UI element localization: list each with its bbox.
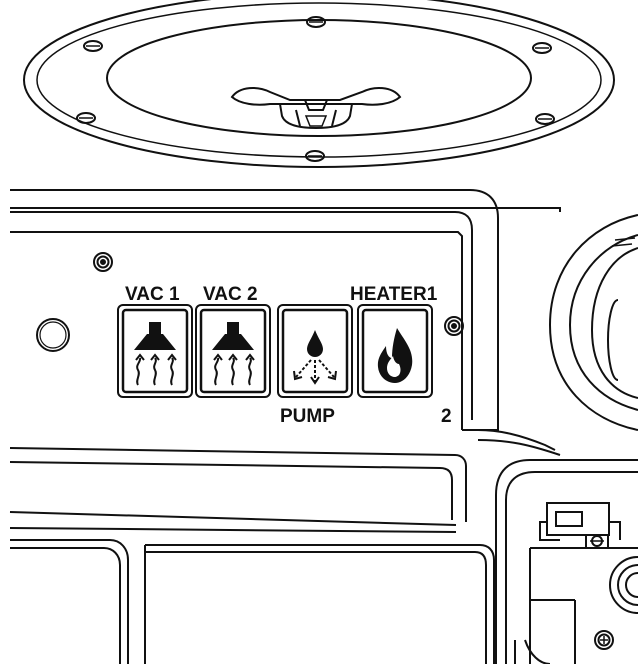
vac1-button[interactable] <box>117 304 193 398</box>
pump-button[interactable] <box>277 304 353 398</box>
cover-handle <box>230 87 402 130</box>
screw <box>306 16 326 28</box>
label-pump: PUMP <box>280 406 335 427</box>
panel-screw-left <box>93 252 113 272</box>
label-heater1: HEATER1 <box>350 284 438 305</box>
screw <box>305 150 325 162</box>
heater-button[interactable] <box>357 304 433 398</box>
screw <box>532 42 552 54</box>
lower-rail <box>9 447 467 533</box>
indicator-lamp <box>36 318 70 352</box>
label-vac2: VAC 2 <box>203 284 258 305</box>
label-heater2-suffix: 2 <box>441 406 452 427</box>
label-vac1: VAC 1 <box>125 284 180 305</box>
screw <box>83 40 103 52</box>
water-pump-drop-icon <box>293 330 337 385</box>
top-cover-plate <box>23 0 615 168</box>
right-lower-enclosure <box>495 459 638 664</box>
vac2-button[interactable] <box>195 304 271 398</box>
panel-screw-right <box>444 316 464 336</box>
connector-fitting <box>529 547 638 664</box>
screw <box>535 113 555 125</box>
lower-housing <box>10 539 495 664</box>
latch-clip <box>539 502 621 549</box>
flame-icon <box>377 328 413 383</box>
control-panel-frame <box>10 189 561 456</box>
side-port-fitting <box>548 214 638 431</box>
screw <box>76 112 96 124</box>
vacuum-hood-icon <box>212 322 255 386</box>
vacuum-hood-icon <box>134 322 177 386</box>
